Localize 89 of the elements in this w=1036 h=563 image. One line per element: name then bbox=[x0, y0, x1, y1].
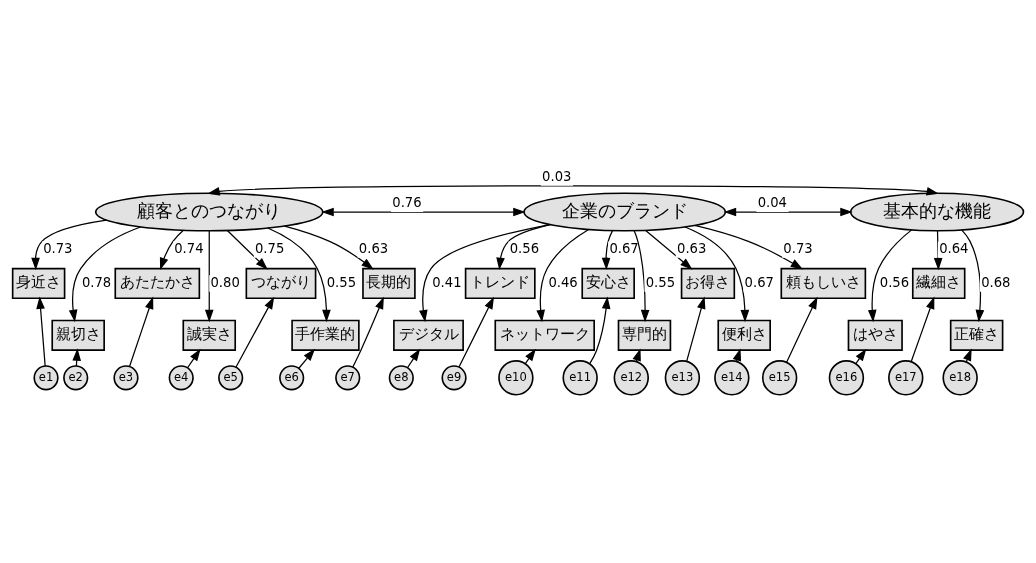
edge-label: 0.76 bbox=[392, 194, 422, 210]
arrow bbox=[786, 296, 818, 363]
arrow bbox=[226, 229, 268, 270]
arrow bbox=[267, 226, 331, 322]
node-box: デジタル bbox=[393, 319, 464, 351]
arrow bbox=[960, 228, 985, 322]
node-box: つながり bbox=[245, 267, 317, 299]
arrow bbox=[352, 296, 384, 368]
node-box: 正確さ bbox=[949, 319, 1004, 351]
arrow bbox=[458, 296, 495, 368]
edge-label: 0.67 bbox=[609, 240, 639, 256]
arrow bbox=[684, 225, 750, 322]
edge-label: 0.75 bbox=[254, 240, 285, 256]
node-box: 安心さ bbox=[581, 267, 635, 299]
arrow bbox=[36, 295, 46, 367]
edge-label: 0.56 bbox=[879, 274, 910, 290]
node-circle: e11 bbox=[562, 359, 598, 396]
edge-label: 0.46 bbox=[548, 274, 578, 290]
edge-label: 0.55 bbox=[645, 274, 676, 290]
node-circle: e17 bbox=[888, 359, 924, 396]
arrow bbox=[419, 223, 551, 322]
node-box: 長期的 bbox=[362, 267, 416, 299]
node-box: あたたかさ bbox=[114, 267, 201, 299]
edge-label: 0.64 bbox=[939, 240, 969, 256]
edge-label: 0.63 bbox=[358, 240, 389, 256]
node-box: 身近さ bbox=[11, 267, 66, 299]
edge-label: 0.78 bbox=[81, 274, 112, 290]
arrow bbox=[723, 207, 853, 216]
edge-label: 0.80 bbox=[210, 274, 240, 290]
edge-label: 0.41 bbox=[432, 274, 462, 290]
edge-label: 0.68 bbox=[981, 274, 1011, 290]
edge-label: 0.63 bbox=[677, 240, 707, 256]
arrow bbox=[589, 295, 611, 364]
arrow bbox=[283, 225, 374, 270]
arrow bbox=[536, 228, 589, 322]
arrow bbox=[686, 296, 706, 362]
edge-label: 0.67 bbox=[744, 274, 774, 290]
edge-label: 0.03 bbox=[542, 168, 572, 184]
edge-label: 0.55 bbox=[326, 274, 357, 290]
edge-label: 0.73 bbox=[783, 240, 813, 256]
node-box: 誠実さ bbox=[182, 319, 237, 351]
node-box: 繊細さ bbox=[911, 267, 966, 299]
node-box: 便利さ bbox=[717, 319, 771, 351]
arrow bbox=[321, 207, 526, 216]
node-circle: e15 bbox=[761, 359, 798, 396]
node-box: 専門的 bbox=[617, 319, 672, 351]
arrow bbox=[159, 229, 184, 270]
arrow bbox=[933, 229, 943, 270]
arrow bbox=[732, 347, 742, 362]
arrow bbox=[694, 224, 804, 269]
edge-label: 0.04 bbox=[757, 194, 787, 210]
node-ellipse: 基本的な機能 bbox=[849, 191, 1025, 232]
edge-label: 0.56 bbox=[509, 240, 540, 256]
node-circle: e5 bbox=[218, 364, 244, 390]
arrow bbox=[31, 218, 108, 270]
arrow bbox=[298, 348, 316, 369]
edge-label: 0.74 bbox=[174, 240, 204, 256]
arrow bbox=[207, 184, 939, 196]
edge-label: 0.73 bbox=[43, 240, 73, 256]
node-box: 手作業的 bbox=[291, 319, 360, 351]
node-circle: e8 bbox=[388, 364, 414, 390]
node-box: 頼もしいさ bbox=[780, 267, 867, 299]
node-circle: e2 bbox=[63, 364, 89, 390]
node-circle: e6 bbox=[279, 364, 305, 390]
node-box: 親切さ bbox=[51, 319, 105, 351]
arrow bbox=[186, 348, 201, 368]
node-circle: e3 bbox=[113, 364, 139, 390]
arrow bbox=[235, 296, 275, 368]
node-box: ネットワーク bbox=[494, 319, 595, 351]
arrow bbox=[645, 229, 693, 270]
node-ellipse: 顧客とのつながり bbox=[94, 191, 324, 232]
node-circle: e4 bbox=[168, 364, 194, 390]
arrow bbox=[68, 225, 142, 322]
node-box: お得さ bbox=[680, 267, 736, 299]
node-circle: e7 bbox=[335, 364, 361, 390]
arrow bbox=[128, 296, 154, 367]
node-box: はやさ bbox=[847, 319, 903, 351]
node-circle: e1 bbox=[33, 364, 59, 390]
node-circle: e13 bbox=[664, 359, 701, 396]
arrow bbox=[910, 296, 935, 362]
node-ellipse: 企業のブランド bbox=[523, 191, 727, 232]
arrow bbox=[963, 347, 972, 363]
arrow bbox=[633, 229, 650, 322]
arrow bbox=[601, 229, 614, 270]
node-circle: e9 bbox=[441, 364, 467, 390]
arrow bbox=[406, 348, 421, 368]
node-box: トレンド bbox=[464, 267, 536, 299]
arrow bbox=[524, 348, 536, 364]
arrow bbox=[496, 223, 551, 270]
